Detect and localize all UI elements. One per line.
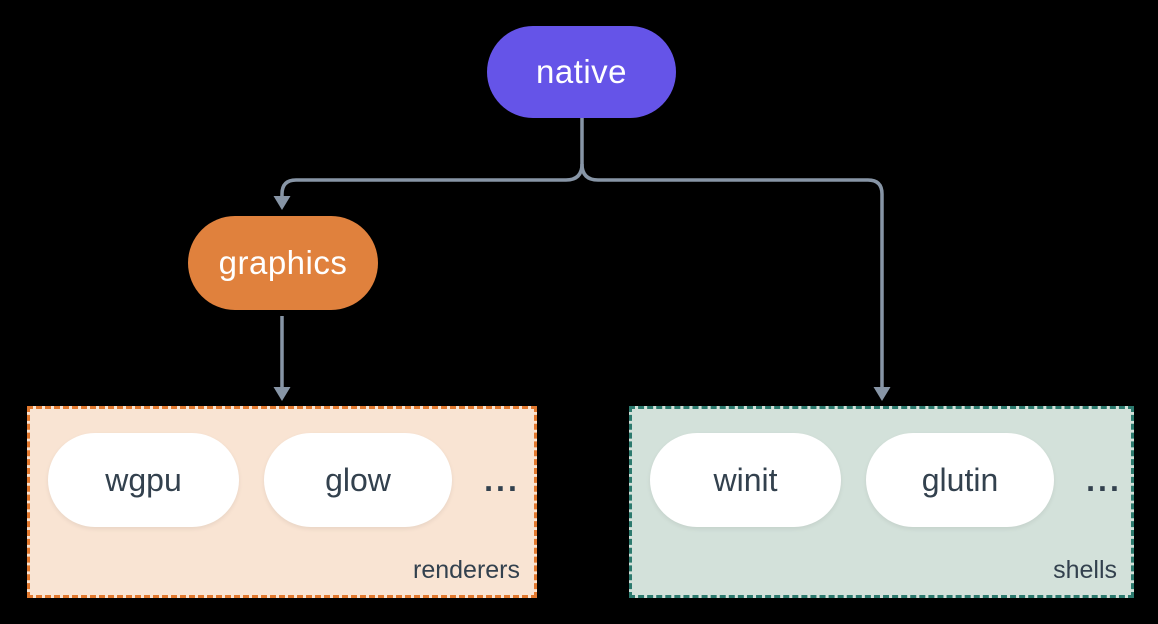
node-native-label: native [535, 53, 628, 90]
arrowhead-to-renderers-icon [273, 387, 291, 401]
node-graphics: graphics [188, 216, 378, 310]
node-wgpu: wgpu [48, 433, 239, 527]
node-glutin: glutin [866, 433, 1054, 527]
node-graphics-label: graphics [218, 244, 348, 281]
group-renderers-label: renderers [413, 556, 520, 584]
shells-ellipsis: ... [1086, 461, 1122, 498]
node-glutin-label: glutin [921, 461, 999, 498]
arrowhead-to-graphics-icon [273, 196, 291, 210]
node-winit: winit [650, 433, 841, 527]
arrowhead-to-shells-icon [873, 387, 891, 401]
renderers-ellipsis: ... [484, 461, 520, 498]
connector-native-to-shells [580, 163, 884, 388]
node-glow: glow [264, 433, 452, 527]
node-winit-label: winit [713, 461, 778, 498]
group-renderers: wgpu glow ... renderers [27, 406, 537, 598]
group-shells: winit glutin ... shells [629, 406, 1134, 598]
node-native: native [487, 26, 676, 118]
connector-native-to-graphics [280, 118, 584, 197]
node-wgpu-label: wgpu [105, 461, 182, 498]
node-glow-label: glow [325, 461, 391, 498]
group-shells-label: shells [1053, 556, 1117, 584]
